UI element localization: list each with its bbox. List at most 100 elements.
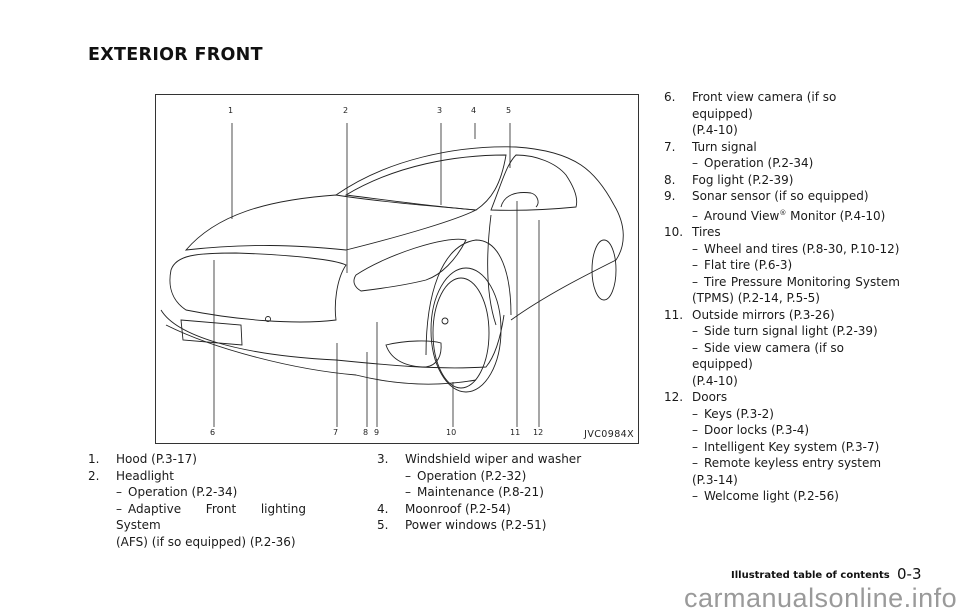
car-hood: [184, 194, 478, 251]
sub-item-continued: (P.3-14): [692, 472, 738, 487]
list-column-1: 1. Hood (P.3-17) 2. Headlight –Operation…: [88, 451, 306, 550]
item-number: 10.: [664, 225, 684, 239]
sub-item: –Operation (P.2-32): [405, 468, 527, 483]
sub-item: –Adaptive Front lighting System: [116, 501, 306, 533]
car-line-drawing: [160, 146, 624, 393]
car-sonar-sensor: [441, 317, 449, 325]
item-number: 2.: [88, 468, 100, 483]
item-text: Turn signal: [692, 139, 757, 154]
item-text: Fog light (P.2-39): [692, 172, 794, 187]
car-front-wheel: [430, 267, 502, 393]
item-text: Front view camera (if so equipped): [692, 90, 837, 121]
car-lower-bumper: [165, 324, 477, 385]
list-item-windshield-wiper: 3. Windshield wiper and washer –Operatio…: [377, 451, 617, 501]
car-roof-outline: [335, 146, 615, 206]
item-text: Tires: [692, 225, 721, 239]
list-column-3: 6. Front view camera (if so equipped) (P…: [664, 89, 900, 505]
item-text: Hood (P.3-17): [116, 452, 197, 466]
car-windshield: [344, 154, 507, 211]
item-number: 3.: [377, 452, 389, 466]
item-text-continued: (P.4-10): [692, 123, 738, 137]
registered-mark: ®: [779, 208, 787, 217]
item-text: Power windows (P.2-51): [405, 518, 547, 532]
sub-item: –Intelligent Key system (P.3-7): [692, 439, 880, 454]
item-text: Headlight: [116, 468, 174, 483]
list-item-sonar-sensor: 9. Sonar sensor (if so equipped) –Around…: [664, 188, 900, 224]
car-front-bumper: [160, 309, 505, 369]
sub-item-continued: (P.4-10): [692, 373, 738, 388]
callout-10: 10: [446, 428, 457, 437]
item-number: 8.: [664, 172, 676, 187]
list-item-fog-light: 8. Fog light (P.2-39): [664, 172, 900, 189]
car-fog-light: [385, 340, 442, 368]
callout-11: 11: [510, 428, 521, 437]
leader-lines: [213, 123, 540, 427]
list-column-2: 3. Windshield wiper and washer –Operatio…: [377, 451, 617, 534]
car-mirror: [500, 192, 539, 208]
item-text: Moonroof (P.2-54): [405, 501, 511, 516]
callout-6: 6: [210, 428, 216, 437]
car-front-tire: [432, 277, 490, 389]
sub-item: –Keys (P.3-2): [692, 406, 774, 421]
car-wheel-arch: [425, 239, 512, 356]
sub-item: –Around View® Monitor (P.4-10): [692, 208, 886, 223]
sub-item: –Operation (P.2-34): [116, 485, 238, 499]
callout-3: 3: [437, 106, 443, 115]
section-title: EXTERIOR FRONT: [88, 45, 263, 65]
car-grille: [169, 252, 347, 323]
exterior-front-figure: 1 2 3 4 5 6 7 8 9 10 11 12 JVC0984X: [155, 94, 639, 444]
sub-item-continued: (AFS) (if so equipped) (P.2-36): [116, 534, 296, 549]
sub-item: –Flat tire (P.6-3): [692, 258, 793, 272]
car-headlight: [353, 238, 467, 292]
watermark: carmanualsonline.info: [684, 583, 958, 613]
item-number: 11.: [664, 307, 684, 322]
sub-item: –Tire Pressure Monitoring System: [692, 274, 900, 289]
sub-item: –Operation (P.2-34): [692, 156, 814, 170]
callout-1: 1: [228, 106, 234, 115]
callout-2: 2: [343, 106, 349, 115]
figure-code: JVC0984X: [584, 429, 634, 440]
list-item-front-view-camera: 6. Front view camera (if so equipped) (P…: [664, 89, 900, 139]
list-item-tires: 10. Tires –Wheel and tires (P.8-30, P.10…: [664, 224, 900, 307]
item-text: Doors: [692, 390, 728, 404]
sub-item: –Wheel and tires (P.8-30, P.10-12): [692, 241, 900, 256]
car-rear-wheel: [591, 239, 617, 301]
list-item-hood: 1. Hood (P.3-17): [88, 451, 306, 468]
list-item-turn-signal: 7. Turn signal –Operation (P.2-34): [664, 139, 900, 172]
callout-7: 7: [333, 428, 339, 437]
callout-4: 4: [471, 106, 477, 115]
car-license-plate: [180, 319, 243, 346]
page-number: 0-3: [897, 565, 922, 583]
sub-item: –Door locks (P.3-4): [692, 423, 810, 437]
callout-5: 5: [506, 106, 512, 115]
list-item-outside-mirrors: 11. Outside mirrors (P.3-26) –Side turn …: [664, 307, 900, 390]
sub-item: –Side view camera (if so equipped): [692, 340, 844, 372]
item-number: 7.: [664, 139, 676, 154]
sub-item: –Welcome light (P.2-56): [692, 489, 839, 503]
list-item-power-windows: 5. Power windows (P.2-51): [377, 517, 617, 534]
list-item-moonroof: 4. Moonroof (P.2-54): [377, 501, 617, 518]
item-number: 5.: [377, 518, 389, 532]
list-item-doors: 12. Doors –Keys (P.3-2) –Door locks (P.3…: [664, 389, 900, 505]
sub-item: –Side turn signal light (P.2-39): [692, 324, 878, 338]
sub-item: –Maintenance (P.8-21): [405, 485, 544, 499]
car-side-body: [510, 204, 624, 321]
item-number: 4.: [377, 501, 389, 516]
car-door-line: [487, 214, 497, 326]
callout-12: 12: [533, 428, 544, 437]
item-text: Windshield wiper and washer: [405, 452, 582, 466]
car-front-sensor: [265, 316, 271, 322]
sub-item-continued: (TPMS) (P.2-14, P.5-5): [692, 291, 820, 305]
item-number: 6.: [664, 90, 676, 104]
sub-item: –Remote keyless entry system: [692, 456, 882, 470]
list-item-headlight: 2. Headlight –Operation (P.2-34) –Adapti…: [88, 468, 306, 551]
item-number: 12.: [664, 390, 684, 404]
item-number: 9.: [664, 189, 676, 203]
item-number: 1.: [88, 452, 100, 466]
item-text: Outside mirrors (P.3-26): [692, 307, 835, 322]
callout-8: 8: [363, 428, 369, 437]
footer-section-label: Illustrated table of contents: [731, 570, 890, 581]
callout-9: 9: [374, 428, 380, 437]
car-side-window: [490, 154, 578, 211]
item-text: Sonar sensor (if so equipped): [692, 189, 869, 203]
